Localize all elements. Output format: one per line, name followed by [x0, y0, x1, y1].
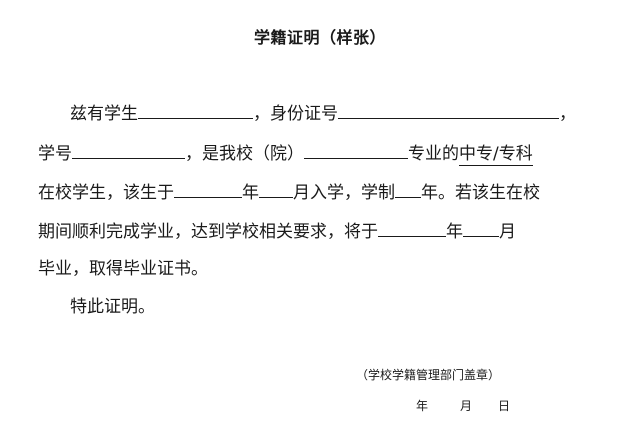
blank-enroll-year[interactable]	[174, 178, 242, 198]
line-hereby-certify: 特此证明。	[70, 297, 155, 317]
label-year-if: 年。若该生在校	[421, 183, 540, 203]
blank-major[interactable]	[304, 139, 408, 159]
line-diploma: 毕业，取得毕业证书。	[38, 259, 208, 279]
date-month: 月	[460, 399, 473, 413]
blank-enroll-month[interactable]	[259, 178, 293, 198]
label-level: 中专/专科	[459, 144, 533, 166]
label-enrolled-in: 在校学生，该生于	[38, 183, 174, 203]
label-student: 兹有学生	[70, 104, 138, 124]
line-student-id-card: 兹有学生 ，身份证号 ，	[70, 99, 576, 125]
line-enrollment: 在校学生，该生于 年 月入学，学制 年。若该生在校	[38, 178, 540, 204]
blank-grad-month[interactable]	[463, 217, 499, 237]
line-graduation: 期间顺利完成学业，达到学校相关要求，将于 年 月	[38, 217, 516, 243]
label-year-2: 年	[446, 222, 463, 242]
line-student-number-major: 学号 ，是我校（院） 专业的中专/专科	[38, 139, 533, 166]
label-school: ，是我校（院）	[185, 144, 304, 164]
label-student-number: 学号	[38, 144, 72, 164]
blank-student-name[interactable]	[138, 99, 253, 119]
comma-1: ，	[559, 104, 576, 124]
document-title: 学籍证明（样张）	[253, 28, 386, 47]
label-month-enroll: 月入学，学制	[293, 183, 395, 203]
label-complete-studies: 期间顺利完成学业，达到学校相关要求，将于	[38, 222, 378, 242]
blank-id-number[interactable]	[338, 99, 559, 119]
date-year: 年	[416, 399, 429, 413]
date-day: 日	[498, 399, 511, 413]
stamp-label: （学校学籍管理部门盖章）	[356, 368, 501, 382]
blank-grad-year[interactable]	[378, 217, 446, 237]
blank-student-number[interactable]	[72, 139, 185, 159]
label-id-number: ，身份证号	[253, 104, 338, 124]
label-month-2: 月	[499, 222, 516, 242]
label-year-1: 年	[242, 183, 259, 203]
blank-program-length[interactable]	[395, 178, 421, 198]
label-major-of: 专业的	[408, 144, 459, 164]
